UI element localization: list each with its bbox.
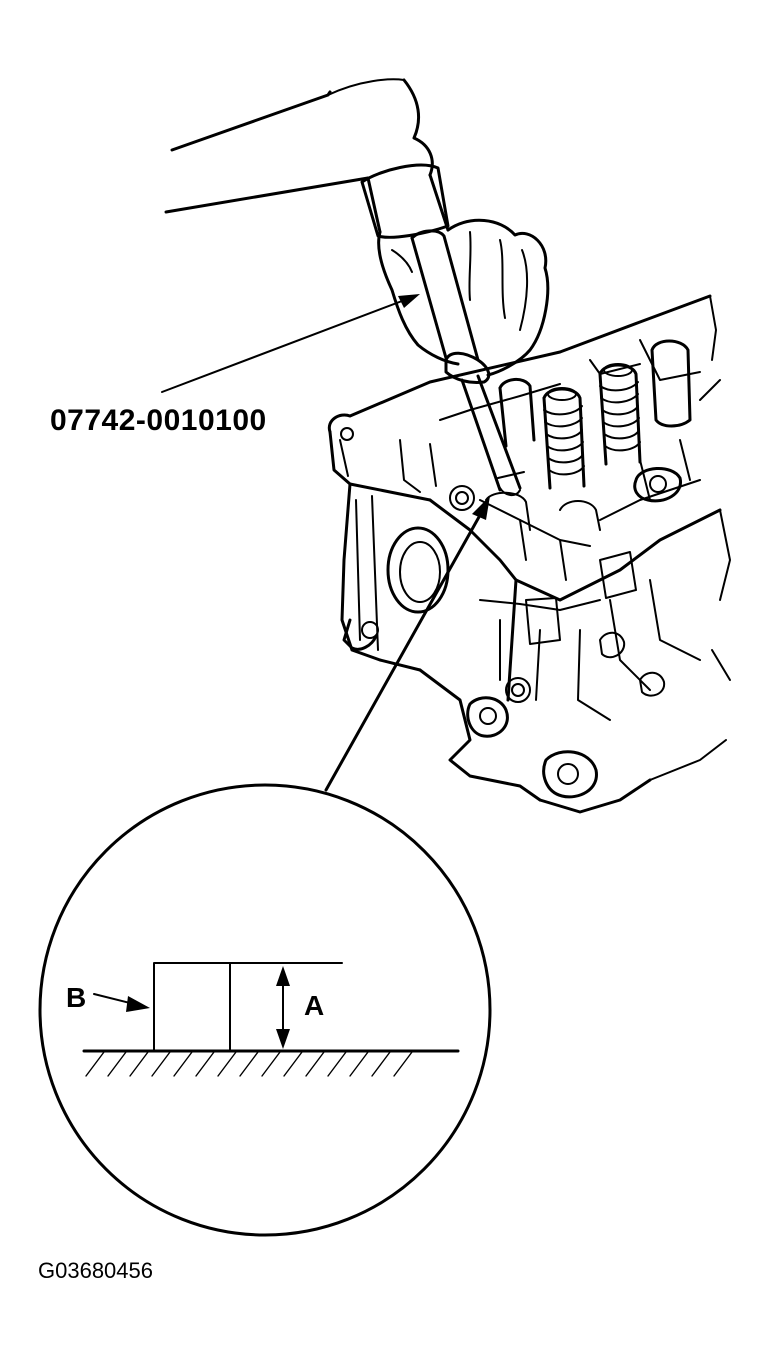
reference-b-label: B [66, 982, 87, 1013]
detail-view [38, 783, 492, 1237]
hand [360, 78, 550, 384]
part-leader-line [161, 297, 411, 393]
dimension-a-label: A [304, 990, 325, 1021]
detail-leader-line [324, 506, 486, 792]
valve-guide-driver [410, 229, 525, 496]
valve-spring-left [542, 387, 586, 490]
part-leader-arrowhead [398, 294, 420, 308]
arm-sleeve [164, 78, 405, 214]
valve-guide-block [153, 962, 231, 1052]
valve-spring-right [598, 363, 642, 466]
figure-id: G03680456 [38, 1258, 153, 1283]
detail-leader-arrowhead [472, 496, 490, 520]
tool-part-number: 07742-0010100 [50, 404, 267, 437]
cylinder-head [327, 294, 731, 814]
